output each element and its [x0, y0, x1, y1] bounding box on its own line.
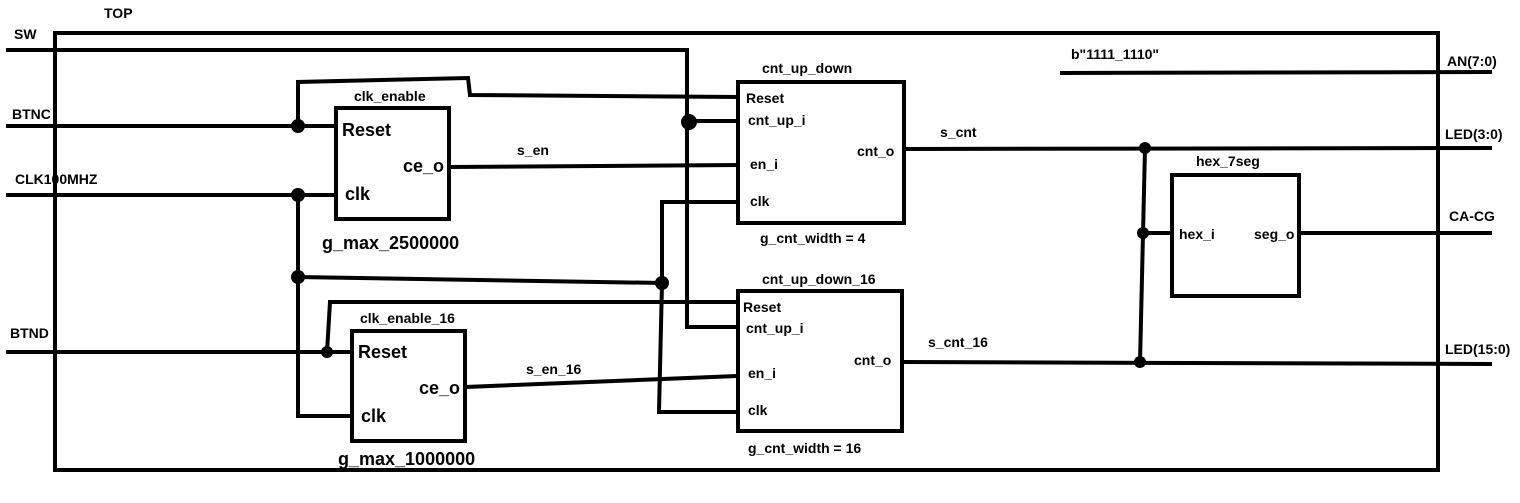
clk-enable-16-ce-port: ce_o	[419, 378, 460, 398]
top-boundary	[53, 31, 1440, 472]
cnt-up-down-16-out-port: cnt_o	[854, 352, 891, 368]
cnt-up-down-16-reset-port: Reset	[743, 299, 781, 315]
clk-enable-16-generic: g_max_1000000	[338, 449, 475, 469]
wire-clk-cnt-4	[660, 200, 740, 285]
output-led-high-label: LED(15:0)	[1445, 341, 1510, 357]
wire-clk-vertical	[296, 193, 354, 418]
cnt-up-down-16-clk-port: clk	[748, 402, 768, 418]
wire-sw	[6, 48, 740, 329]
hex-7seg-in-port: hex_i	[1179, 226, 1215, 242]
input-sw-label: SW	[14, 26, 37, 42]
clk-enable-16-reset-port: Reset	[358, 342, 407, 362]
cnt-up-down-clk-port: clk	[750, 193, 770, 209]
junction-clk	[291, 188, 305, 202]
input-clk-label: CLK100MHZ	[15, 171, 98, 187]
wire-s-en-16	[462, 373, 741, 390]
cnt-up-down-name: cnt_up_down	[762, 60, 852, 76]
signal-s-cnt-label: s_cnt	[940, 124, 977, 140]
output-led-low-label: LED(3:0)	[1445, 126, 1503, 142]
cnt-up-down-16-name: cnt_up_down_16	[762, 271, 876, 287]
junction-s-cnt	[1139, 142, 1151, 154]
output-seg-label: CA-CG	[1449, 208, 1495, 224]
clk-enable-16-block	[350, 329, 467, 443]
clk-enable-16-name: clk_enable_16	[360, 310, 455, 326]
cnt-up-down-reset-port: Reset	[746, 90, 784, 106]
clk-enable-16-clk-port: clk	[361, 406, 387, 426]
signal-s-en-16-label: s_en_16	[526, 361, 581, 377]
output-an-label: AN(7:0)	[1447, 53, 1497, 69]
junction-btnc	[291, 119, 305, 133]
cnt-up-down-16-generic: g_cnt_width = 16	[748, 440, 861, 456]
cnt-up-down-16-cnt-up-port: cnt_up_i	[746, 320, 804, 336]
cnt-up-down-block	[736, 80, 906, 225]
clk-enable-block	[334, 106, 451, 221]
clk-enable-name: clk_enable	[354, 88, 426, 104]
input-btnc-label: BTNC	[12, 106, 51, 122]
cnt-up-down-16-block	[736, 289, 904, 433]
wire-an	[1059, 69, 1493, 76]
clk-enable-ce-port: ce_o	[403, 156, 444, 176]
wire-btnc-reset	[296, 75, 741, 128]
junction-s-cnt-16	[1134, 356, 1146, 368]
wire-btnd-reset	[324, 300, 740, 355]
wire-s-cnt-16	[899, 359, 1493, 367]
wire-hex-bus	[1137, 145, 1148, 366]
hex-7seg-out-port: seg_o	[1254, 226, 1294, 242]
wire-clk-to-counters	[295, 274, 665, 286]
constant-an-value: b"1111_1110"	[1071, 46, 1159, 62]
junction-hex-in	[1137, 227, 1149, 239]
top-label: TOP	[104, 5, 133, 21]
wire-clk-cnt-16	[656, 280, 740, 414]
cnt-up-down-en-port: en_i	[750, 156, 778, 172]
clk-enable-generic: g_max_2500000	[322, 233, 459, 253]
hex-7seg-name: hex_7seg	[1196, 153, 1260, 169]
clk-enable-clk-port: clk	[345, 184, 371, 204]
cnt-up-down-16-en-port: en_i	[748, 365, 776, 381]
junction-btnd	[321, 346, 333, 358]
wire-s-en	[446, 162, 741, 170]
clk-enable-reset-port: Reset	[342, 120, 391, 140]
cnt-up-down-cnt-up-port: cnt_up_i	[748, 112, 806, 128]
signal-s-cnt-16-label: s_cnt_16	[928, 334, 988, 350]
hex-7seg-block	[1170, 173, 1301, 298]
cnt-up-down-generic: g_cnt_width = 4	[760, 230, 866, 246]
input-btnd-label: BTND	[10, 325, 49, 341]
cnt-up-down-out-port: cnt_o	[857, 143, 894, 159]
signal-s-en-label: s_en	[517, 142, 549, 158]
wire-s-cnt	[901, 145, 1493, 152]
junction-sw	[681, 114, 697, 130]
junction-clk-counters	[655, 276, 669, 290]
junction-clk-mid	[291, 270, 305, 284]
